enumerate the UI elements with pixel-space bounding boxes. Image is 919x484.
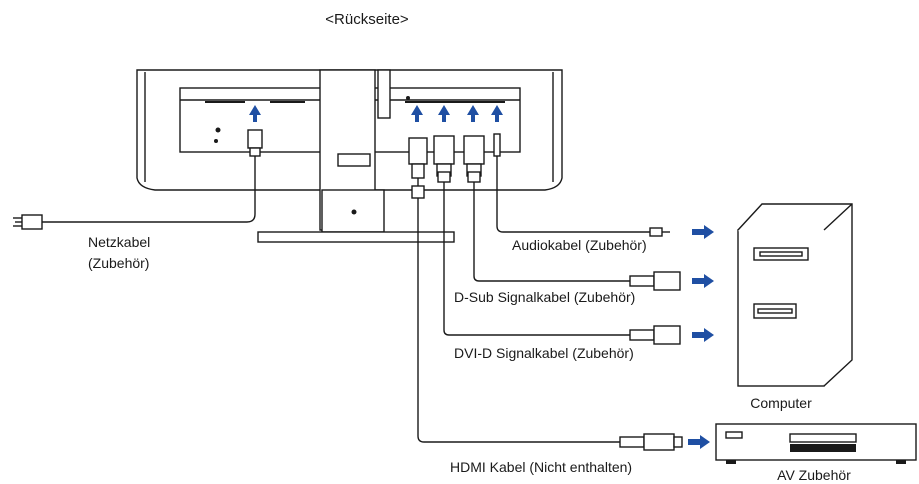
- dsub-cable: [473, 176, 630, 282]
- av-label: AV Zubehör: [777, 467, 851, 483]
- av-device: [715, 423, 917, 464]
- audio-cable-label: Audiokabel (Zubehör): [512, 237, 647, 253]
- computer-label: Computer: [750, 395, 812, 411]
- dsub-cable-label: D-Sub Signalkabel (Zubehör): [454, 289, 635, 305]
- port-arrows: [249, 105, 503, 122]
- cables: [42, 156, 650, 443]
- port-markings: [205, 96, 505, 143]
- hdmi-cable-label: HDMI Kabel (Nicht enthalten): [450, 459, 632, 475]
- cable-end-plugs: [13, 214, 683, 451]
- power-cable: [42, 156, 256, 223]
- device-arrows: [688, 225, 714, 449]
- audio-cable: [496, 166, 650, 233]
- computer-tower: [737, 203, 853, 387]
- power-cable-label-line1: Netzkabel: [88, 234, 150, 250]
- monitor-rear: [136, 69, 563, 243]
- power-cable-label-line2: (Zubehör): [88, 255, 149, 271]
- dvi-cable: [443, 176, 630, 336]
- diagram-title: <Rückseite>: [325, 11, 409, 28]
- dvi-cable-label: DVI-D Signalkabel (Zubehör): [454, 345, 634, 361]
- hdmi-cable: [417, 178, 620, 443]
